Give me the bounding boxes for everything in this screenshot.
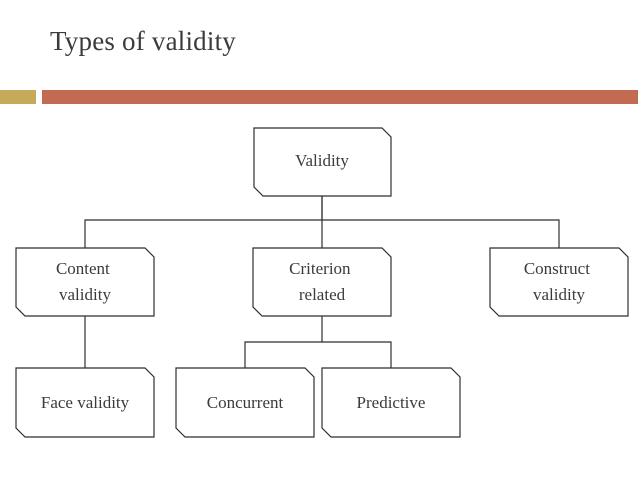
node-concurrent: Concurrent [175,367,315,438]
node-criterion-related-box [252,247,392,317]
node-construct-validity: Construct validity [489,247,629,317]
svg-text:Validity: Validity [295,151,349,170]
node-validity: Validity [253,127,392,197]
node-face-validity: Face validity [15,367,155,438]
svg-text:Predictive: Predictive [357,393,426,412]
node-criterion-related-line-1: Criterion [289,259,351,278]
svg-text:Face validity: Face validity [41,393,130,412]
svg-text:Criterion related: Criterion related [289,259,355,304]
node-criterion-related: Criterion related [252,247,392,317]
node-predictive: Predictive [321,367,461,438]
node-construct-validity-box [489,247,629,317]
node-predictive-box [321,367,461,438]
connectors [84,196,560,368]
node-construct-validity-line-1: Construct [524,259,590,278]
node-content-validity-line-1: Content [56,259,110,278]
node-predictive-label: Predictive [357,393,426,412]
connector-validity-construct [322,219,560,248]
accent-bar-rust [42,90,638,104]
node-concurrent-label: Concurrent [207,393,284,412]
node-criterion-related-line-2: related [299,285,346,304]
svg-text:Content validity: Content validity [56,259,114,304]
node-content-validity-line-2: validity [59,285,111,304]
node-face-validity-label: Face validity [41,393,130,412]
node-face-validity-box [15,367,155,438]
connector-validity-content [84,196,323,248]
node-validity-label: Validity [295,151,349,170]
svg-text:Concurrent: Concurrent [207,393,284,412]
node-validity-box [253,127,392,197]
accent-bar-gold [0,90,36,104]
node-content-validity: Content validity [15,247,155,317]
connector-criterion-predictive [322,341,392,368]
svg-text:Construct validity: Construct validity [524,259,594,304]
node-concurrent-box [175,367,315,438]
slide-title: Types of validity [50,26,236,56]
node-content-validity-box [15,247,155,317]
connector-criterion-concurrent [244,316,323,368]
node-construct-validity-line-2: validity [533,285,585,304]
